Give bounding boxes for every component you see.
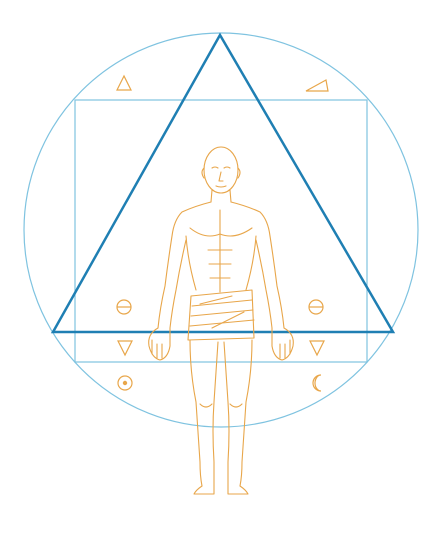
head (203, 146, 239, 194)
element-symbols (116, 74, 329, 392)
sun-icon (117, 375, 133, 391)
moon-icon (312, 374, 322, 392)
water-element-right-icon (309, 340, 325, 357)
water-element-left-icon (117, 340, 133, 357)
inner-square (74, 99, 368, 363)
earth-circle-bar-left-icon (116, 299, 132, 315)
outer-circle (23, 32, 419, 428)
earth-circle-bar-right-icon (308, 299, 324, 315)
triangle (50, 32, 396, 334)
fire-element-icon (116, 74, 132, 91)
human-figure (148, 146, 294, 495)
air-element-icon (305, 79, 329, 92)
